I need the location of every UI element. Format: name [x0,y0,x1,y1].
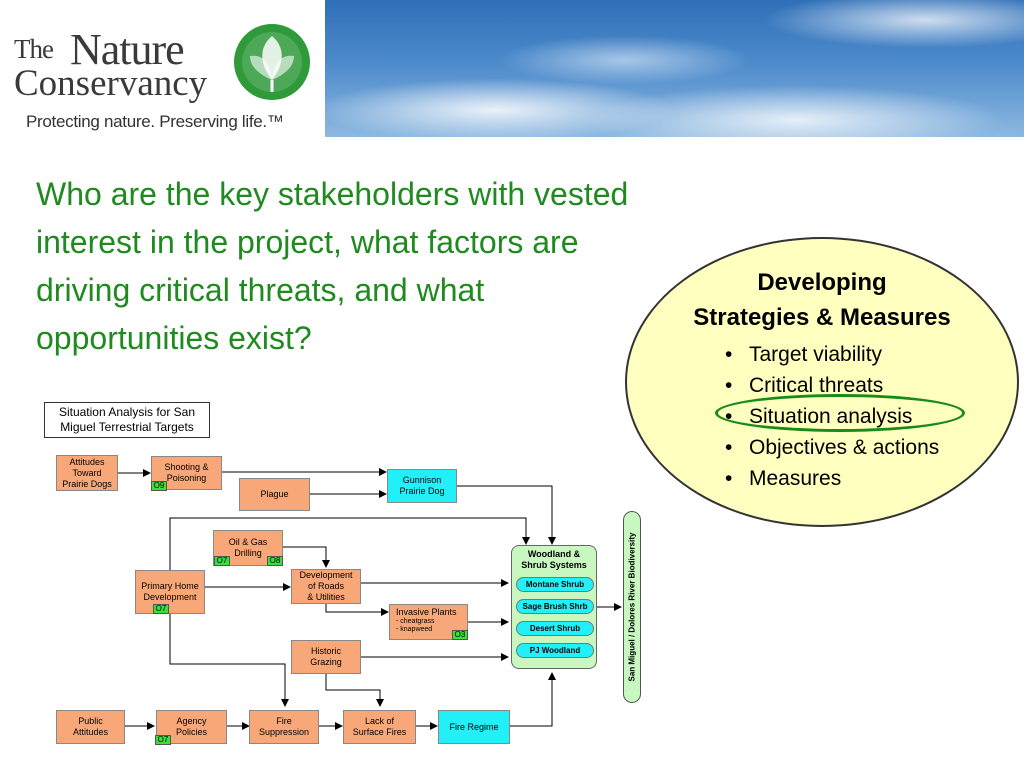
node-text: Development [299,570,353,580]
node-text: Agency [176,716,207,726]
node-text: Policies [175,727,207,737]
oval-title-line1: Developing [757,269,887,296]
node-text: Surface Fires [352,727,407,737]
node-attitudes-prairie-dogs: Attitudes Toward Prairie Dogs [56,455,118,491]
sky-photo [325,0,1024,137]
node-public-attitudes: Public Attitudes [56,710,125,744]
globe-leaf-icon [234,24,310,100]
tag-o7: O7 [153,604,169,614]
node-text: Prairie Dog [399,486,445,496]
node-text: Fire [276,716,292,726]
node-text: Fire Regime [449,721,499,732]
node-text: Suppression [258,727,310,737]
system-item-sage-brush: Sage Brush Shrb [516,599,594,614]
node-lack-surface-fires: Lack of Surface Fires [343,710,416,744]
strategy-oval: Developing Strategies & Measures Target … [625,237,1019,527]
oval-item-critical-threats: Critical threats [723,370,939,401]
diagram-title-line1: Situation Analysis for San [58,405,196,419]
system-title: Woodland & Shrub Systems [512,549,596,571]
node-text: Historic [310,646,341,656]
tag-o3: O3 [452,630,468,640]
logo-tagline: Protecting nature. Preserving life.™ [26,112,284,131]
situation-analysis-highlight [715,394,965,432]
oval-item-measures: Measures [723,463,939,494]
system-title-line1: Woodland & [527,549,581,559]
node-text: Oil & Gas [228,537,268,547]
node-text: Attitudes [69,456,105,467]
oval-item-target-viability: Target viability [723,339,939,370]
logo-nature-text: Nature [70,25,185,74]
node-text: Prairie Dogs [62,478,112,489]
node-primary-home-development: Primary Home Development [135,570,205,614]
system-title-line2: Shrub Systems [521,560,587,570]
node-plague: Plague [239,478,310,511]
node-text: Public [78,716,103,726]
oval-title: Developing Strategies & Measures [627,265,1017,335]
biodiversity-label-bar: San Miguel / Dolores River Biodiversity [623,511,641,703]
system-item-desert-shrub: Desert Shrub [516,621,594,636]
tag-o7: O7 [214,556,230,566]
node-text: & Utilities [307,592,345,602]
logo-the-text: The [14,34,54,64]
logo-conservancy-text: Conservancy [14,63,208,104]
node-text: Primary Home [141,581,199,591]
system-item-montane-shrub: Montane Shrub [516,577,594,592]
node-subtext: - knapweed [396,626,433,633]
node-text: Development [143,592,197,602]
diagram-title: Situation Analysis for San Miguel Terres… [44,402,210,438]
slide-question: Who are the key stakeholders with vested… [36,176,629,356]
node-text: Drilling [234,548,262,558]
node-text: Invasive Plants [396,607,457,617]
logo: The Nature Conservancy Protecting nature… [0,0,325,137]
tag-o9: O9 [151,481,167,491]
tag-o7: O7 [155,735,171,745]
node-roads-utilities: Development of Roads & Utilities [291,569,361,604]
system-item-pj-woodland: PJ Woodland [516,643,594,658]
header-banner: The Nature Conservancy Protecting nature… [0,0,1024,137]
node-gunnison-prairie-dog: Gunnison Prairie Dog [387,469,457,503]
node-text: Toward [72,467,102,478]
biodiversity-label: San Miguel / Dolores River Biodiversity [627,532,637,682]
node-text: Lack of [364,716,395,726]
node-text: Plague [260,489,289,499]
node-text: of Roads [307,581,345,591]
diagram-title-line2: Miguel Terrestrial Targets [60,420,194,434]
oval-title-line2: Strategies & Measures [693,304,951,331]
node-text: Attitudes [72,727,109,737]
node-text: Gunnison [402,475,442,485]
tag-o8: O8 [267,556,283,566]
node-shooting-poisoning: Shooting & Poisoning [151,456,222,490]
woodland-shrub-systems: Woodland & Shrub Systems Montane Shrub S… [511,545,597,669]
node-text: Shooting & [164,462,209,472]
node-text: Poisoning [166,473,207,483]
node-fire-regime: Fire Regime [438,710,510,744]
node-subtext: - cheatgrass [396,618,435,625]
oval-item-objectives-actions: Objectives & actions [723,432,939,463]
node-text: Grazing [310,657,342,667]
node-fire-suppression: Fire Suppression [249,710,319,744]
node-historic-grazing: Historic Grazing [291,640,361,674]
